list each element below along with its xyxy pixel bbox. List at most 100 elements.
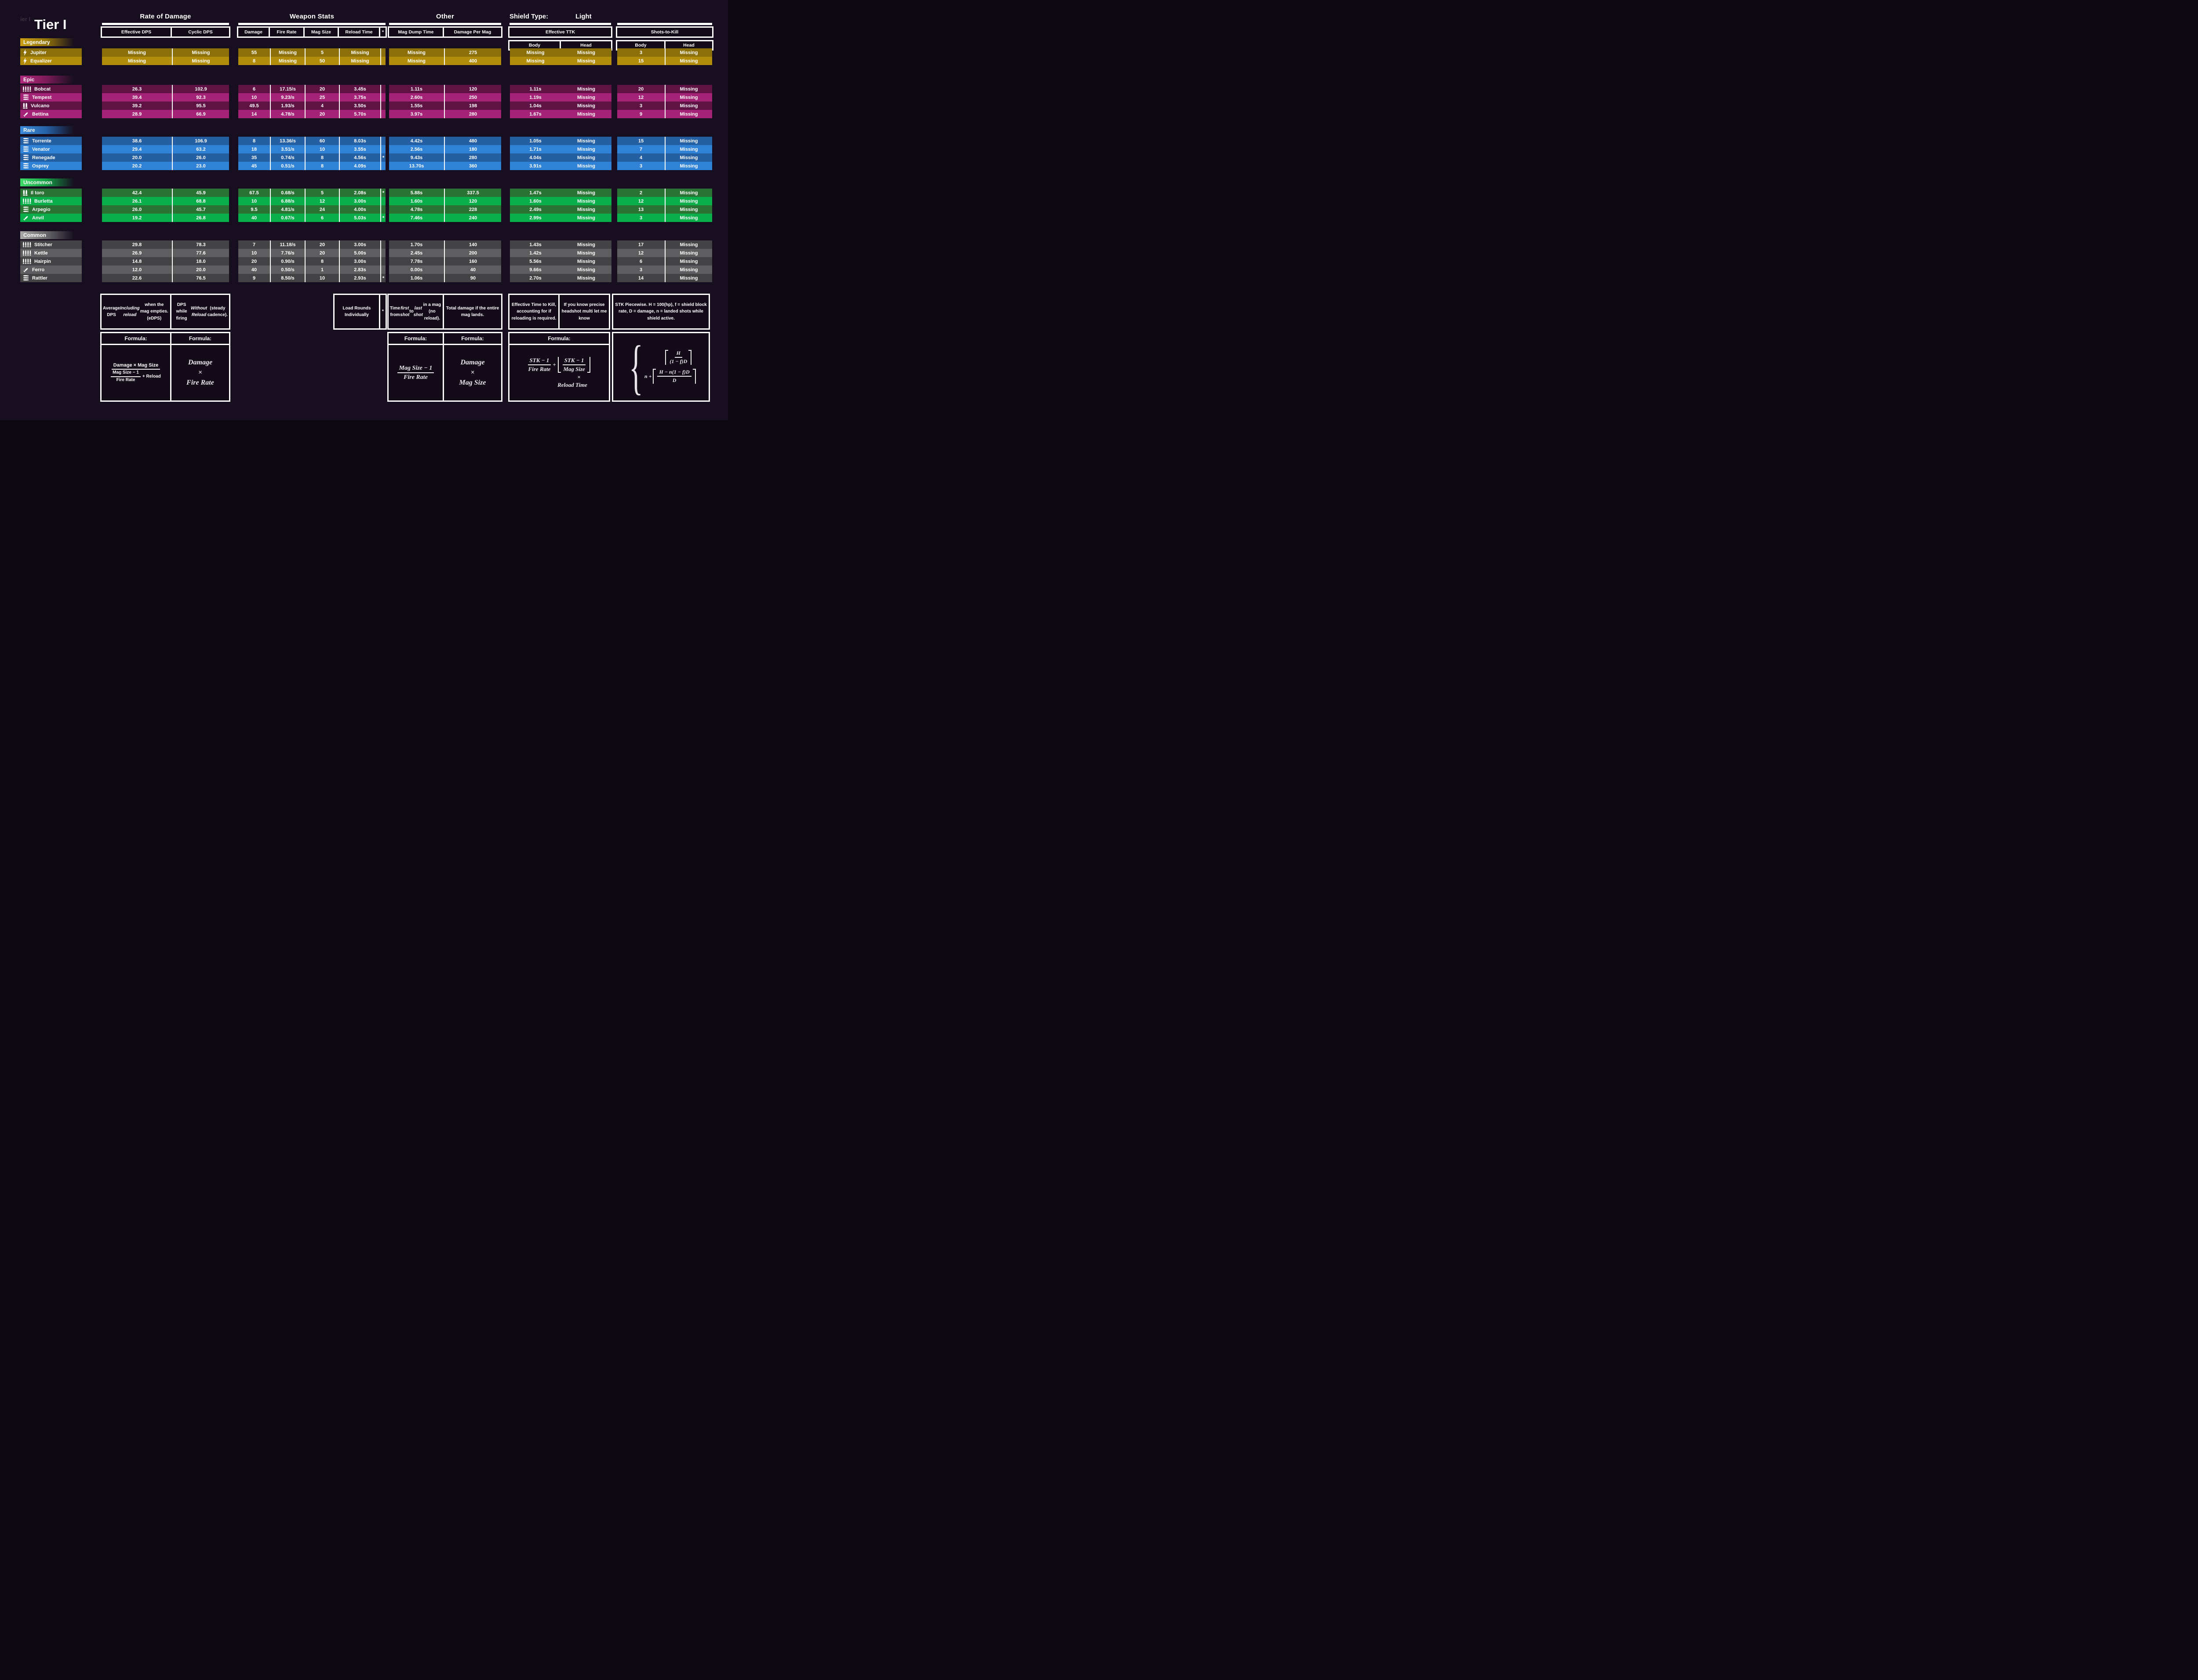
load-rounds-note: Load Rounds Individually bbox=[335, 295, 379, 328]
other-underline bbox=[389, 23, 501, 25]
weapon-row-il-toro: Il toro bbox=[20, 189, 82, 197]
headshot-note: If you know precise headshot multi let m… bbox=[560, 295, 609, 328]
cdps-cell: 26.0 bbox=[172, 153, 229, 162]
cdps-cell: 45.7 bbox=[172, 205, 229, 214]
ttk_head-cell: Missing bbox=[561, 162, 611, 170]
mag_dump-cell: 13.70s bbox=[389, 162, 444, 170]
edps-cell: 28.9 bbox=[102, 110, 172, 118]
col-damage-per-mag: Damage Per Mag bbox=[444, 28, 501, 36]
mag-cell: 50 bbox=[305, 57, 339, 65]
fire_rate-cell: 0.68/s bbox=[270, 189, 305, 197]
bullets-3-horizontal-icon bbox=[23, 163, 29, 169]
load-rounds-star: * bbox=[380, 295, 386, 328]
cdps-cell: 77.6 bbox=[172, 249, 229, 257]
dpm-cell: 120 bbox=[444, 85, 501, 93]
star-cell bbox=[380, 48, 386, 57]
ttk_head-cell: Missing bbox=[561, 205, 611, 214]
page-title: Tier I bbox=[34, 17, 67, 32]
edps-cell: 29.4 bbox=[102, 145, 172, 153]
weapon-name: Anvil bbox=[32, 215, 44, 221]
stk_body-cell: 3 bbox=[617, 265, 665, 274]
mag_dump-cell: 9.43s bbox=[389, 153, 444, 162]
stk_body-cell: 7 bbox=[617, 145, 665, 153]
lightning-icon bbox=[23, 49, 27, 56]
weapon-name: Venator bbox=[32, 146, 50, 152]
stk_head-cell: Missing bbox=[665, 274, 712, 282]
damage-cell: 8 bbox=[238, 57, 270, 65]
weapon-name: Torrente bbox=[32, 138, 51, 144]
dpm-cell: 280 bbox=[444, 153, 501, 162]
formula-header: Formula: bbox=[509, 333, 609, 344]
stk-note-box: STK Piecewise. H = 100(hp), f = shield b… bbox=[612, 294, 710, 330]
cdps-cell: 106.9 bbox=[172, 137, 229, 145]
mag-cell: 1 bbox=[305, 265, 339, 274]
ttk-note: Effective Time to Kill, accounting for i… bbox=[509, 295, 558, 328]
cdps-cell: 26.8 bbox=[172, 214, 229, 222]
other-notes: Time from first shot to last shot in a m… bbox=[387, 294, 502, 330]
col-shots-to-kill: Shots-to-Kill bbox=[617, 28, 712, 36]
ttk_head-cell: Missing bbox=[561, 214, 611, 222]
mag-cell: 20 bbox=[305, 110, 339, 118]
weapon-name: Renegade bbox=[32, 155, 55, 160]
ceil-bracket-right bbox=[688, 350, 692, 365]
fire_rate-cell: 6.88/s bbox=[270, 197, 305, 205]
mag-cell: 8 bbox=[305, 153, 339, 162]
weapon-stats-title: Weapon Stats bbox=[289, 12, 335, 20]
col-cyclic-dps: Cyclic DPS bbox=[172, 28, 229, 36]
edps-cell: 39.2 bbox=[102, 102, 172, 110]
ttk_head-cell: Missing bbox=[561, 137, 611, 145]
cdps-cell: 63.2 bbox=[172, 145, 229, 153]
fire_rate-cell: 0.90/s bbox=[270, 257, 305, 265]
rate-of-damage-notes: Average DPS Including reload when the ma… bbox=[100, 294, 230, 330]
weapon-name: Rattler bbox=[32, 275, 47, 281]
dpm-cell: 280 bbox=[444, 110, 501, 118]
weapon-name: Bettina bbox=[32, 111, 49, 117]
tier-banner-uncommon: Uncommon bbox=[20, 178, 81, 186]
dpm-cell: 180 bbox=[444, 145, 501, 153]
reload-cell: 4.56s bbox=[339, 153, 380, 162]
edps-cell: 26.1 bbox=[102, 197, 172, 205]
star-cell bbox=[380, 249, 386, 257]
reload-cell: 5.70s bbox=[339, 110, 380, 118]
stk_body-cell: 12 bbox=[617, 249, 665, 257]
floor-bracket-left bbox=[557, 356, 561, 373]
edps-cell: 14.8 bbox=[102, 257, 172, 265]
ttk_head-cell: Missing bbox=[561, 93, 611, 102]
star-cell bbox=[380, 93, 386, 102]
load-rounds-note-box: Load Rounds Individually * bbox=[333, 294, 387, 330]
weapon-name: Stitcher bbox=[34, 242, 52, 247]
bullet-diagonal-icon bbox=[23, 267, 29, 273]
ttk_body-cell: 2.49s bbox=[510, 205, 561, 214]
weapon-name: Osprey bbox=[32, 163, 49, 169]
star-cell bbox=[380, 197, 386, 205]
stk_body-cell: 12 bbox=[617, 93, 665, 102]
mag_dump-cell: Missing bbox=[389, 57, 444, 65]
col-stk-head: Head bbox=[666, 41, 712, 49]
mag_dump-cell: 7.46s bbox=[389, 214, 444, 222]
weapon-name: Hairpin bbox=[34, 258, 51, 264]
damage-cell: 14 bbox=[238, 110, 270, 118]
weapon-row-renegade: Renegade bbox=[20, 153, 82, 162]
stk_body-cell: 13 bbox=[617, 205, 665, 214]
star-cell: * bbox=[380, 153, 386, 162]
damage-cell: 8 bbox=[238, 137, 270, 145]
dpm-cell: 198 bbox=[444, 102, 501, 110]
ttk_body-cell: 1.19s bbox=[510, 93, 561, 102]
edps-cell: 19.2 bbox=[102, 214, 172, 222]
fire_rate-cell: 0.51/s bbox=[270, 162, 305, 170]
dpm-cell: 400 bbox=[444, 57, 501, 65]
tier-banner-common: Common bbox=[20, 231, 81, 239]
ttk_head-cell: Missing bbox=[561, 274, 611, 282]
stk_body-cell: 15 bbox=[617, 57, 665, 65]
weapon-stats-underline bbox=[238, 23, 386, 25]
rate-of-damage-underline bbox=[102, 23, 229, 25]
damage-cell: 9.5 bbox=[238, 205, 270, 214]
weapon-row-ferro: Ferro bbox=[20, 265, 82, 274]
ttk_body-cell: Missing bbox=[510, 57, 561, 65]
damage-cell: 7 bbox=[238, 240, 270, 249]
weapon-stats-subheader: Damage Fire Rate Mag Size Reload Time * bbox=[237, 26, 387, 38]
weapon-row-rattler: Rattler bbox=[20, 274, 82, 282]
